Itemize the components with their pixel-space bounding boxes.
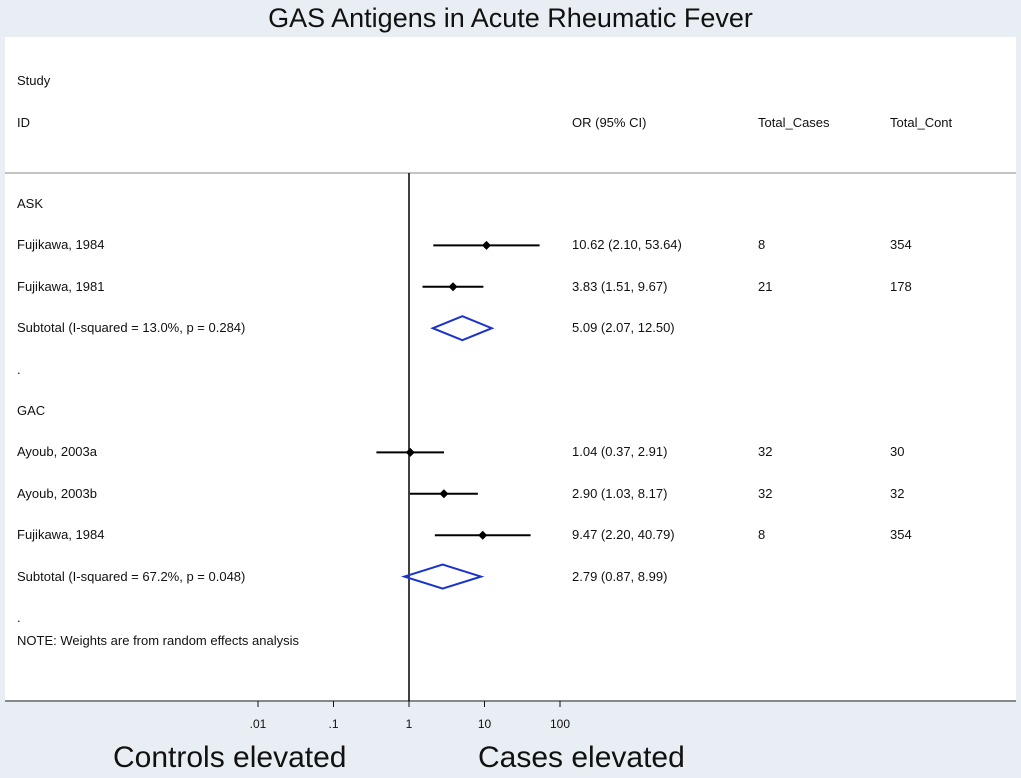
or-point-marker	[481, 240, 491, 250]
or-ci-text: 2.90 (1.03, 8.17)	[572, 485, 668, 501]
study-label: Ayoub, 2003b	[17, 485, 97, 501]
total-cont-value: 32	[890, 485, 905, 501]
spacer-dot: .	[17, 361, 21, 377]
or-point-marker	[478, 530, 488, 540]
chart-title: GAS Antigens in Acute Rheumatic Fever	[268, 3, 753, 33]
x-tick-label: 100	[549, 717, 571, 731]
study-label: Fujikawa, 1984	[17, 237, 105, 253]
header-or: OR (95% CI)	[572, 115, 647, 130]
subtotal-label: Subtotal (I-squared = 13.0%, p = 0.284)	[17, 320, 246, 336]
or-ci-text: 9.47 (2.20, 40.79)	[572, 527, 675, 543]
subtotal-label: Subtotal (I-squared = 67.2%, p = 0.048)	[17, 568, 246, 584]
header-id: ID	[17, 115, 30, 130]
plot-panel	[5, 37, 1016, 702]
group-label: GAC	[17, 403, 46, 418]
subtotal-diamond	[401, 563, 485, 590]
header-study: Study	[17, 73, 51, 88]
total-cont-value: 178	[890, 278, 912, 294]
study-label: Fujikawa, 1984	[17, 527, 105, 543]
or-point-marker	[405, 447, 415, 457]
total-cases-value: 32	[758, 485, 773, 501]
or-point-marker	[439, 489, 449, 499]
x-tick-label: .1	[328, 717, 339, 731]
header-total-cont: Total_Cont	[890, 115, 953, 130]
x-tick-label: .01	[249, 717, 267, 731]
weights-note: NOTE: Weights are from random effects an…	[17, 633, 300, 648]
or-ci-text: 1.04 (0.37, 2.91)	[572, 444, 668, 460]
or-point-marker	[448, 282, 458, 292]
total-cases-value: 8	[758, 527, 766, 543]
or-ci-text: 2.79 (0.87, 8.99)	[572, 568, 668, 584]
total-cases-value: 8	[758, 237, 766, 253]
or-ci-text: 3.83 (1.51, 9.67)	[572, 278, 668, 294]
or-ci-text: 5.09 (2.07, 12.50)	[572, 320, 675, 336]
total-cont-value: 354	[890, 237, 912, 253]
footer-controls-elevated: Controls elevated	[113, 741, 347, 774]
x-tick-label: 1	[405, 717, 413, 731]
header-total-cases: Total_Cases	[758, 115, 830, 130]
group-label: ASK	[17, 196, 44, 211]
total-cases-value: 32	[758, 444, 773, 460]
spacer-dot: .	[17, 610, 21, 625]
total-cont-value: 30	[890, 444, 905, 460]
study-label: Ayoub, 2003a	[17, 444, 97, 460]
total-cases-value: 21	[758, 278, 773, 294]
subtotal-diamond	[430, 315, 495, 342]
study-label: Fujikawa, 1981	[17, 278, 105, 294]
total-cont-value: 354	[890, 527, 912, 543]
or-ci-text: 10.62 (2.10, 53.64)	[572, 237, 682, 253]
footer-cases-elevated: Cases elevated	[478, 741, 685, 774]
x-tick-label: 10	[477, 717, 492, 731]
